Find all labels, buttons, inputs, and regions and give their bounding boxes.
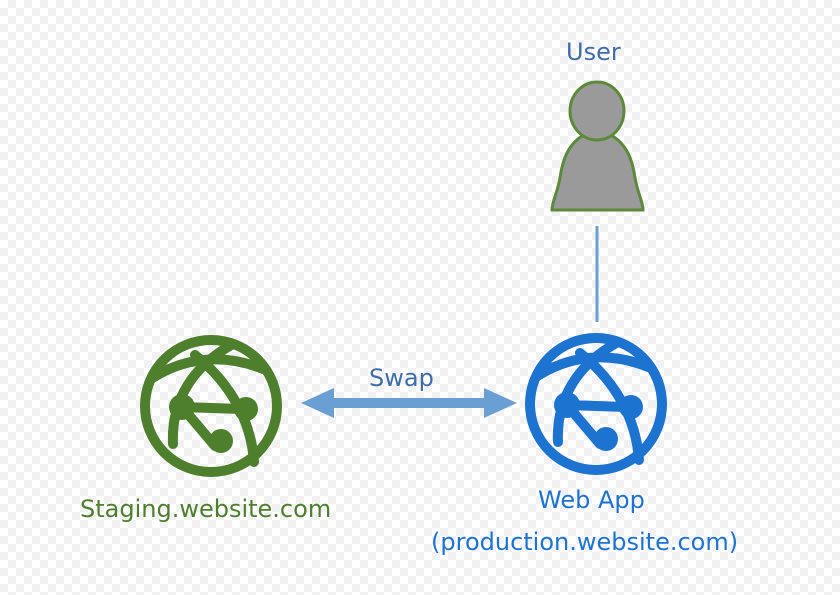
swap-label: Swap	[369, 364, 434, 392]
user-label: User	[566, 38, 621, 66]
production-site-label: (production.website.com)	[431, 528, 739, 556]
staging-globe-icon	[140, 335, 282, 477]
production-globe-icon	[525, 333, 667, 475]
production-web-app-label: Web App	[538, 486, 645, 514]
staging-site-label: Staging.website.com	[80, 495, 332, 523]
swap-arrow	[301, 388, 517, 418]
user-icon	[550, 80, 645, 212]
